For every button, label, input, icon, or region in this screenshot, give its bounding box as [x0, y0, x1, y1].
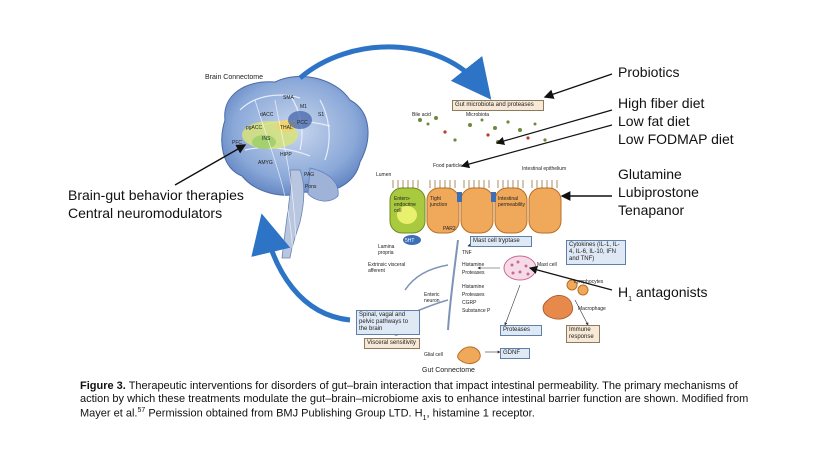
figure-caption: Figure 3. Therapeutic interventions for …: [80, 380, 760, 425]
immune-response-box: Immune response: [566, 325, 600, 343]
glial-cell-label: Glial cell: [424, 352, 443, 358]
histamine-label-2: Histamine: [462, 284, 485, 290]
extrinsic-afferent-label: Extrinsic visceral afferent: [368, 262, 406, 274]
region-label: PFC: [232, 140, 242, 146]
enteroendocrine-label: Entero-endocrine cell: [394, 196, 416, 214]
diet-arrow-2: [460, 124, 613, 169]
region-label: AMYG: [258, 160, 273, 166]
tight-junction-label: Tight junction: [430, 196, 448, 208]
neuromodulators-label: Central neuromodulators: [68, 205, 223, 221]
h1-arrow: [528, 265, 613, 291]
brain-illustration: [221, 75, 369, 259]
therapies-label: Brain-gut behavior therapies: [68, 187, 244, 203]
lubiprostone-label: Lubiprostone: [618, 184, 699, 200]
gdnf-box: GDNF: [500, 348, 530, 359]
low-fodmap-label: Low FODMAP diet: [618, 131, 734, 147]
region-label: PAG: [304, 172, 315, 178]
figure: SMA M1 S1 dACC PCC THAL pgACC PFC INS AM…: [68, 44, 734, 374]
visceral-sensitivity-box: Visceral sensitivity: [364, 338, 420, 349]
mast-cell-tryptase-box: Mast cell tryptase: [470, 236, 532, 247]
substance-p-label: Substance P: [462, 308, 491, 314]
region-label: pgACC: [246, 125, 263, 131]
region-label: dACC: [260, 112, 274, 118]
figure-graphic: [174, 44, 613, 365]
caption-text: Therapeutic interventions for disorders …: [80, 380, 749, 420]
region-label: PCC: [297, 120, 308, 126]
proteases-label: Proteases: [462, 270, 485, 276]
cytokines-box: Cytokines (IL-1, IL-4, IL-6, IL-10, IFN …: [566, 240, 626, 265]
5ht-label: 5HT: [405, 238, 415, 244]
caption-label: Figure 3.: [80, 380, 126, 392]
caption-text-2: Permission obtained from BMJ Publishing …: [145, 407, 423, 420]
mast-cell-label: Mast cell: [537, 262, 557, 268]
microbiota-label: Microbiota: [466, 112, 490, 118]
proteases-box: Proteases: [500, 325, 542, 336]
brain-to-gut-arrow: [298, 44, 492, 100]
gut-illustration: [389, 116, 589, 365]
lymphocytes-label: Lymphocytes: [574, 279, 604, 285]
low-fat-label: Low fat diet: [618, 113, 690, 129]
gut-to-brain-arrow: [251, 213, 351, 323]
diet-arrow-1: [495, 109, 613, 146]
h1-antagonists-label: H1 antagonists: [618, 284, 708, 303]
tenapanor-label: Tenapanor: [618, 202, 685, 218]
region-label: S1: [318, 112, 325, 118]
region-label: M1: [300, 104, 307, 110]
region-label: Pons: [305, 184, 317, 190]
probiotics-arrow: [543, 73, 613, 99]
intestinal-permeability-label: Intestinal permeability: [498, 196, 525, 208]
gut-connectome-title: Gut Connectome: [422, 367, 475, 374]
caption-ref: 57: [137, 407, 146, 414]
caption-text-3: , histamine 1 receptor.: [426, 407, 535, 420]
caption-sub: 1: [422, 414, 427, 422]
region-label: HIPP: [280, 152, 292, 158]
par2-label: PAR2: [443, 226, 456, 232]
region-label: SMA: [283, 95, 294, 101]
region-label: INS: [262, 136, 271, 142]
enteric-neuron-label: Enteric neuron: [424, 292, 440, 304]
microbiota-proteases-box: Gut microbiota and proteases: [452, 100, 544, 111]
probiotics-label: Probiotics: [618, 64, 680, 80]
therapies-arrow: [174, 144, 247, 186]
spinal-pathways-box: Spinal, vagal and pelvic pathways to the…: [356, 310, 420, 335]
macrophage-label: Macrophage: [578, 306, 606, 312]
bile-acid-label: Bile acid: [412, 112, 431, 118]
lumen-label: Lumen: [376, 172, 392, 178]
glutamine-label: Glutamine: [618, 166, 682, 182]
food-particle-label: Food particle: [433, 163, 462, 169]
high-fiber-label: High fiber diet: [618, 95, 705, 111]
tnf-label: TNF: [462, 250, 472, 256]
lamina-propria-label: Lamina propria: [378, 244, 395, 256]
cgrp-label: CGRP: [462, 300, 477, 306]
brain-connectome-title: Brain Connectome: [205, 74, 263, 81]
histamine-label: Histamine: [462, 262, 485, 268]
region-label: THAL: [280, 125, 293, 131]
intestinal-epithelium-label: Intestinal epithelium: [522, 166, 567, 172]
proteases-label-2: Proteases: [462, 292, 485, 298]
